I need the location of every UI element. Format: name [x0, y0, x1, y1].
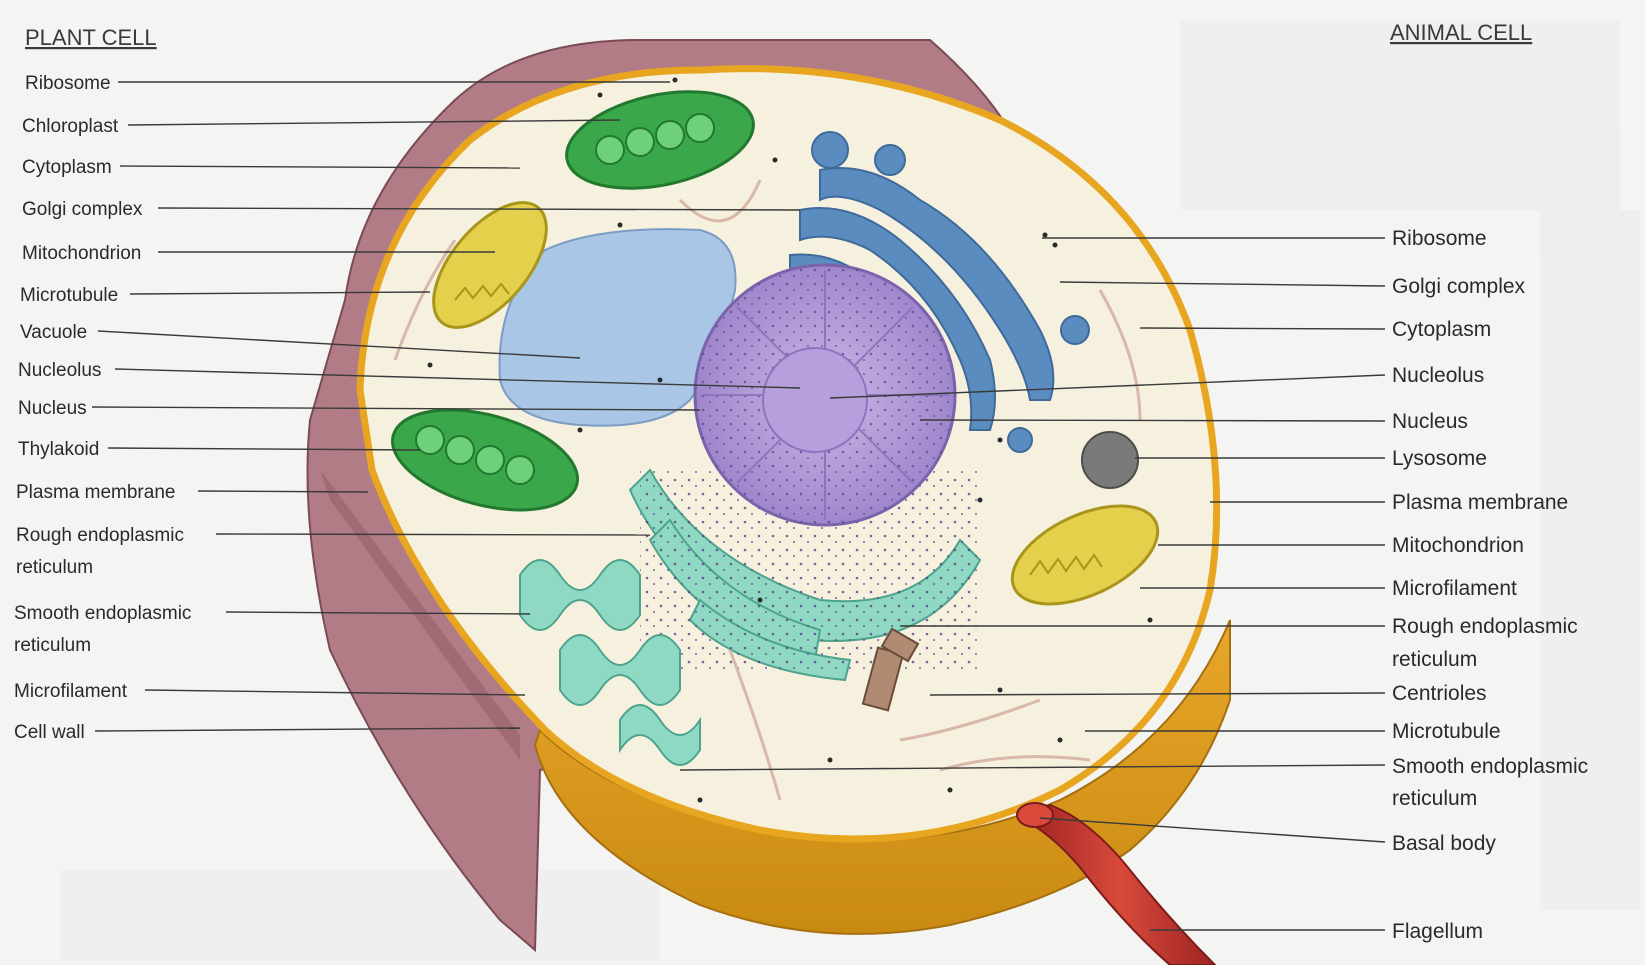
animal-label-mitochondrion: Mitochondrion [1392, 534, 1524, 557]
animal-label-cytoplasm: Cytoplasm [1392, 318, 1491, 341]
animal-label-plasma-membrane: Plasma membrane [1392, 491, 1568, 514]
plant-label-cell-wall: Cell wall [14, 722, 85, 743]
animal-cell-heading: ANIMAL CELL [1390, 20, 1532, 45]
animal-label-lysosome: Lysosome [1392, 447, 1487, 470]
animal-label-microtubule: Microtubule [1392, 720, 1501, 743]
animal-label-rough-er: Rough endoplasmic [1392, 615, 1578, 638]
animal-label-nucleus: Nucleus [1392, 410, 1468, 433]
plant-label-mitochondrion: Mitochondrion [22, 243, 141, 264]
basal-body [1017, 803, 1053, 827]
plant-label-smooth-er-2: reticulum [14, 635, 91, 656]
animal-label-basal-body: Basal body [1392, 832, 1496, 855]
animal-label-smooth-er: Smooth endoplasmic [1392, 755, 1588, 778]
animal-label-centrioles: Centrioles [1392, 682, 1487, 705]
plant-label-rough-er: Rough endoplasmic [16, 525, 184, 546]
animal-label-rough-er-2: reticulum [1392, 648, 1477, 671]
plant-label-microtubule: Microtubule [20, 285, 118, 306]
plant-label-cytoplasm: Cytoplasm [22, 157, 112, 178]
plant-label-nucleolus: Nucleolus [18, 360, 101, 381]
plant-label-nucleus: Nucleus [18, 398, 87, 419]
animal-label-flagellum: Flagellum [1392, 920, 1483, 943]
animal-label-nucleolus: Nucleolus [1392, 364, 1484, 387]
nucleolus [763, 348, 867, 452]
plant-label-rough-er-2: reticulum [16, 557, 93, 578]
plant-label-smooth-er: Smooth endoplasmic [14, 603, 191, 624]
plant-label-thylakoid: Thylakoid [18, 439, 99, 460]
plant-label-golgi: Golgi complex [22, 199, 143, 220]
plant-label-chloroplast: Chloroplast [22, 116, 119, 137]
plant-label-vacuole: Vacuole [20, 322, 87, 343]
lysosome [1082, 432, 1138, 488]
plant-cell-heading: PLANT CELL [25, 25, 157, 50]
animal-label-smooth-er-2: reticulum [1392, 787, 1477, 810]
animal-label-golgi: Golgi complex [1392, 275, 1526, 298]
plant-label-ribosome: Ribosome [25, 73, 111, 94]
animal-label-ribosome: Ribosome [1392, 227, 1487, 250]
animal-label-microfilament: Microfilament [1392, 577, 1517, 600]
plant-label-plasma-membrane: Plasma membrane [16, 482, 175, 503]
plant-label-microfilament: Microfilament [14, 681, 128, 702]
